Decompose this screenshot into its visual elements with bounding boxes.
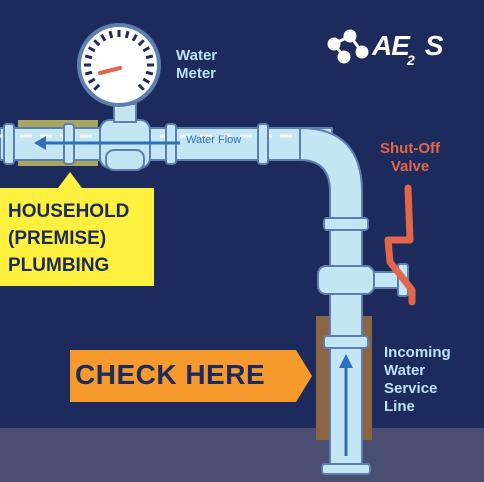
premise-plumbing-label: HOUSEHOLD (PREMISE) PLUMBING xyxy=(8,201,130,276)
gauge-tick xyxy=(87,77,96,84)
check-callout xyxy=(70,350,312,402)
meter-base xyxy=(105,149,145,171)
pipe-fitting xyxy=(257,123,269,165)
gauge-tick xyxy=(84,70,93,76)
water-meter-label: Water Meter xyxy=(176,47,218,82)
ground-band xyxy=(0,428,484,482)
gauge-tick xyxy=(87,46,96,53)
flow-arrow-up xyxy=(339,354,353,368)
brand-molecule-icon xyxy=(327,29,369,64)
gauge-tick xyxy=(100,33,107,42)
gauge-tick xyxy=(142,46,151,53)
check-here-label: CHECK HERE xyxy=(75,359,266,390)
pipe-fitting xyxy=(323,335,369,349)
gauge-needle xyxy=(98,66,122,75)
gauge-ticks xyxy=(84,30,154,91)
gauge-tick xyxy=(93,83,101,91)
valve-body xyxy=(317,265,375,295)
pipe-elbow xyxy=(299,126,363,233)
gauge-tick xyxy=(108,30,114,39)
brand-subscript: 2 xyxy=(407,52,415,68)
gauge-tick xyxy=(145,70,154,76)
shut-off-valve-label: Shut-Off Valve xyxy=(380,140,440,175)
gauge-tick xyxy=(93,39,101,47)
water-flow-label: Water Flow xyxy=(186,134,242,146)
pipe-fitting xyxy=(3,123,15,165)
incoming-service-line-label: Incoming Water Service Line xyxy=(384,344,451,415)
gauge-tick xyxy=(142,77,151,84)
gauge-tick xyxy=(137,39,145,47)
gauge-tick xyxy=(145,54,154,60)
flow-arrow-left xyxy=(34,136,46,150)
premise-callout xyxy=(0,172,154,286)
pipe-fitting xyxy=(323,217,369,231)
gauge-tick xyxy=(124,30,130,39)
gauge-tick xyxy=(84,54,93,60)
gauge-tick xyxy=(131,33,138,42)
gauge-tick xyxy=(137,83,145,91)
pipe-fitting xyxy=(321,463,371,475)
valve-handle xyxy=(384,184,416,306)
